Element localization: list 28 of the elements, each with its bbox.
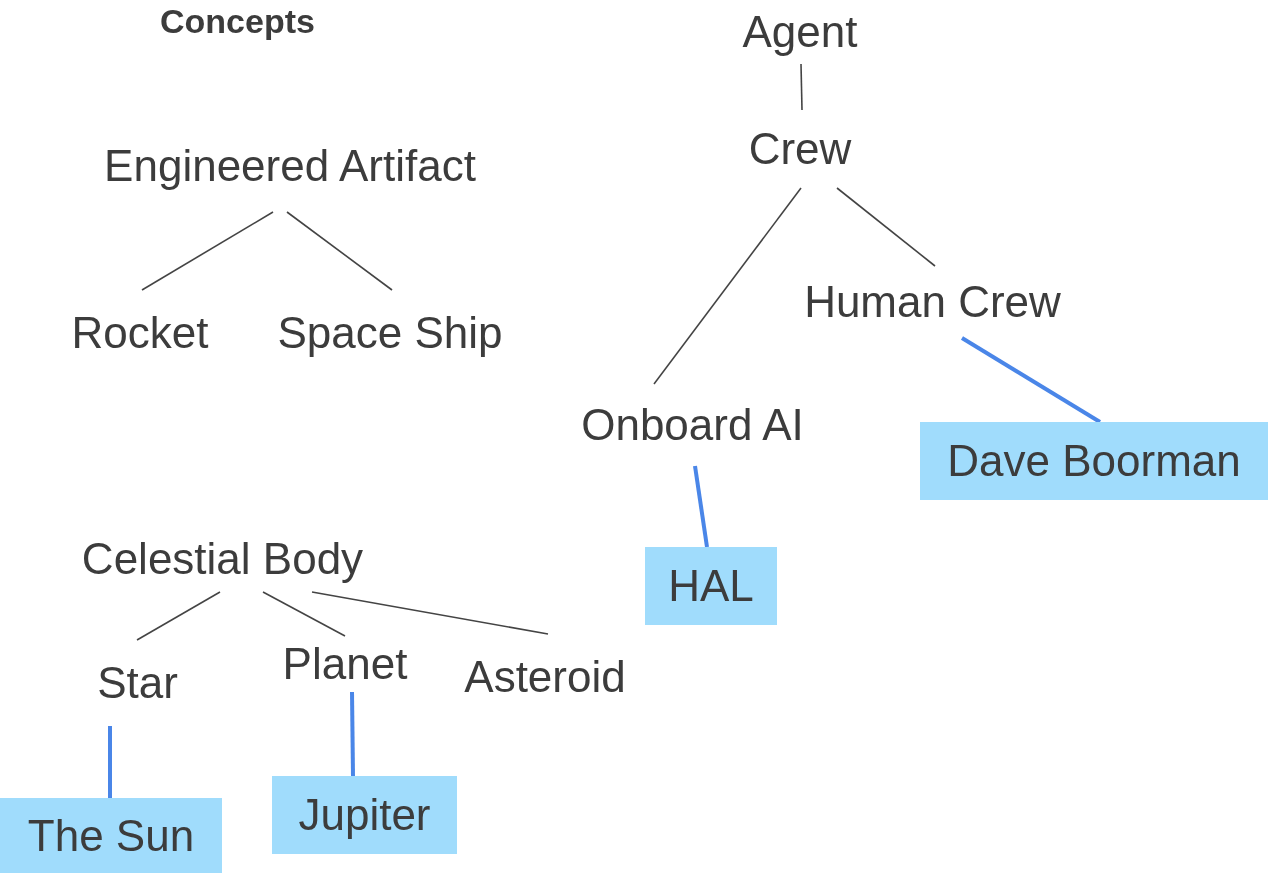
instance-link-line xyxy=(350,691,355,777)
connector-line xyxy=(286,211,393,291)
instance-label: Dave Boorman xyxy=(920,422,1268,500)
instance-link-line xyxy=(108,726,112,798)
instance-link-line xyxy=(693,465,709,548)
concept-label: Asteroid xyxy=(464,652,626,702)
connector-line xyxy=(836,187,936,267)
concept-label: Rocket xyxy=(71,307,209,358)
concept-label: Engineered Artifact xyxy=(104,141,476,191)
connector-line xyxy=(800,63,803,111)
diagram-title: Concepts xyxy=(160,2,315,41)
concept-label: Star xyxy=(97,658,178,708)
instance-link-line xyxy=(960,336,1102,424)
connector-line xyxy=(262,591,346,637)
connector-line xyxy=(311,591,549,635)
instance-label: HAL xyxy=(645,547,777,625)
concept-label: Crew xyxy=(748,124,852,174)
instance-label: The Sun xyxy=(0,798,222,873)
connector-line xyxy=(136,591,221,641)
concept-label: Human Crew xyxy=(804,277,1061,327)
concept-label: Agent xyxy=(742,7,858,57)
concept-label: Space Ship xyxy=(277,307,503,358)
concept-label: Onboard AI xyxy=(581,400,804,450)
concept-label: Celestial Body xyxy=(81,533,364,584)
concept-label: Planet xyxy=(282,639,408,689)
connector-line xyxy=(653,187,802,385)
instance-label: Jupiter xyxy=(272,776,457,854)
connector-line xyxy=(141,211,274,291)
